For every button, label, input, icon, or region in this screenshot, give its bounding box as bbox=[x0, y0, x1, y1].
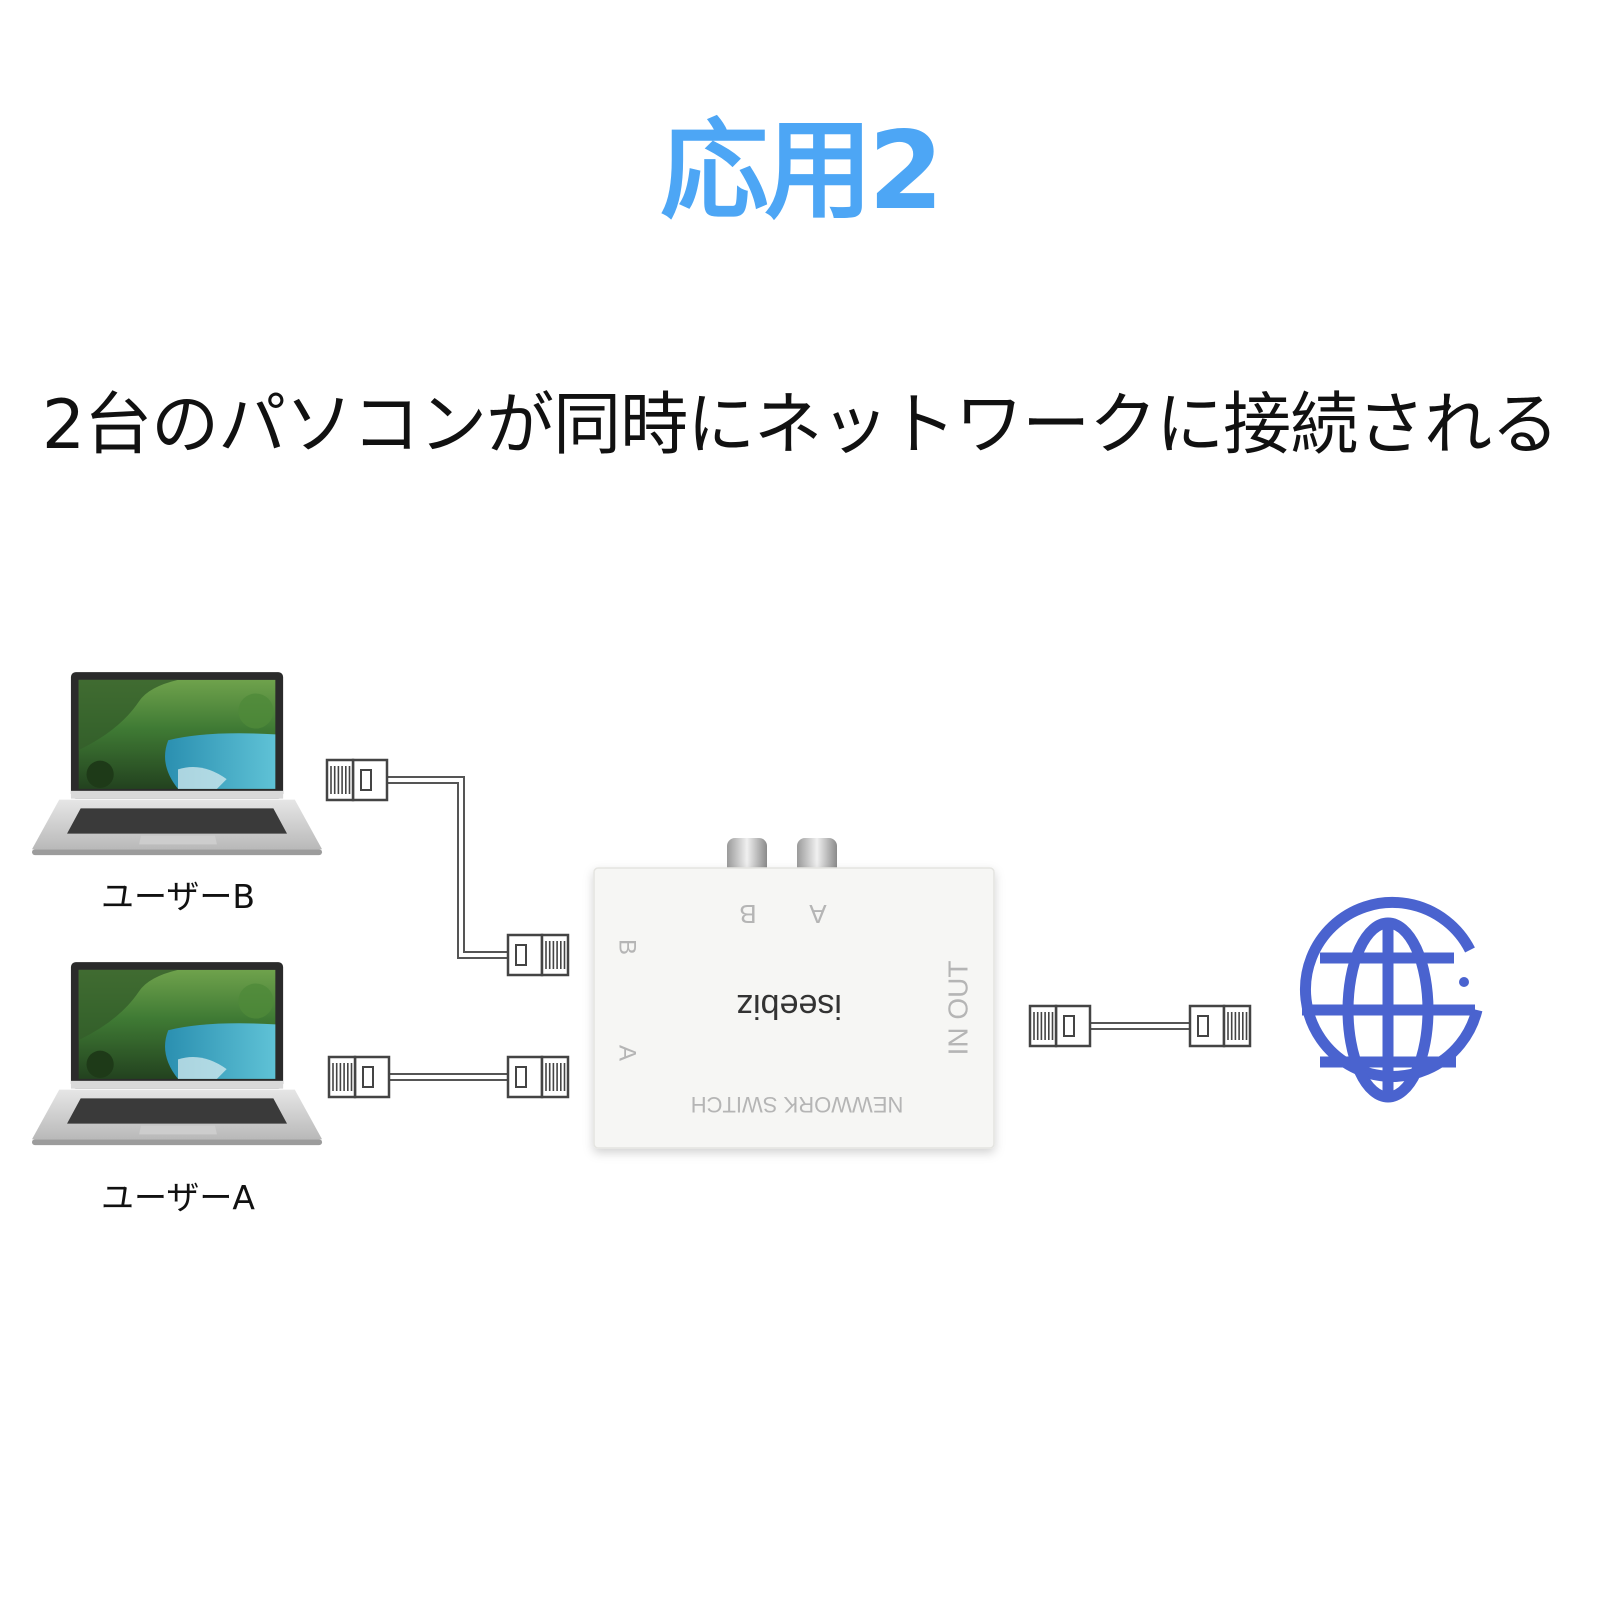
switch-top-port-a-label: A bbox=[809, 899, 827, 929]
user-b-label: ユーザーB bbox=[101, 877, 255, 916]
switch-side-port-b-label: B bbox=[614, 939, 641, 955]
connectors bbox=[325, 758, 1252, 1099]
switch-in-out-label: IN OUT bbox=[942, 961, 973, 1056]
cable-laptop-b bbox=[388, 776, 510, 959]
cables bbox=[388, 776, 1190, 1081]
laptop-b-icon bbox=[32, 672, 323, 856]
page-subtitle: 2台のパソコンが同時にネットワークに接続される bbox=[41, 386, 1559, 465]
connector-laptop-b bbox=[325, 758, 389, 802]
connector-switch-port-b bbox=[506, 933, 570, 977]
connector-switch-out bbox=[1028, 1004, 1092, 1048]
connector-switch-port-a bbox=[506, 1055, 570, 1099]
switch-body bbox=[593, 867, 995, 1149]
network-switch: B A B A iseebiz NEWWORK SWITCH IN OUT bbox=[593, 838, 995, 1149]
switch-side-port-a-label: A bbox=[614, 1045, 641, 1061]
globe-icon bbox=[1299, 897, 1483, 1103]
switch-brand: iseebiz bbox=[736, 987, 842, 1025]
page-title: 応用2 bbox=[660, 109, 943, 234]
laptop-a-icon bbox=[32, 962, 323, 1146]
connector-laptop-a bbox=[327, 1055, 391, 1099]
switch-top-port-b-label: B bbox=[739, 899, 756, 929]
user-a-label: ユーザーA bbox=[101, 1178, 255, 1217]
connector-internet bbox=[1188, 1004, 1252, 1048]
switch-name: NEWWORK SWITCH bbox=[691, 1092, 904, 1117]
